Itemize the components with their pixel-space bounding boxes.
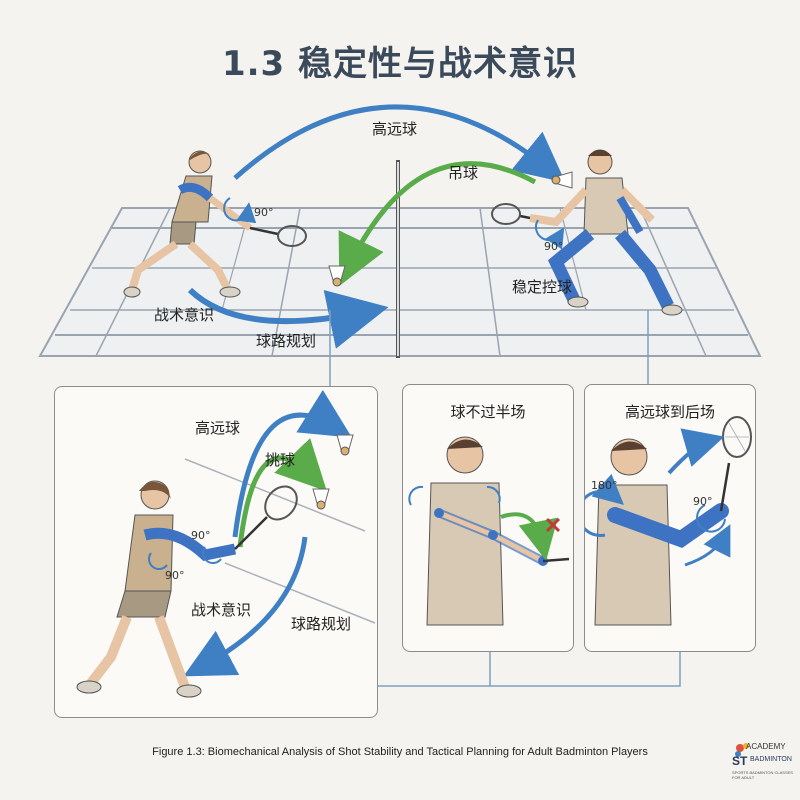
rotation-arrow-icon: [535, 219, 565, 250]
planning-arrow: [187, 287, 389, 349]
panel-label-awareness: 战术意识: [191, 601, 252, 619]
panel-right-angle-shoulder: 180°: [591, 479, 618, 492]
logo-line3: BADMINTON: [750, 756, 792, 763]
shuttlecock-icon: [551, 171, 573, 189]
panel-deep-clear: 高远球到后场 180° 90°: [584, 384, 756, 652]
panel-short-shot: 球不过半场: [402, 384, 574, 652]
panel-short-shot-illustration: [408, 436, 570, 626]
panel-label-clear: 高远球: [195, 419, 241, 437]
panel-label-planning: 球路规划: [291, 615, 352, 633]
logo-line4: SPORTS BADMINTON CLASSES FOR ADULT: [732, 770, 793, 780]
label-awareness: 战术意识: [154, 306, 215, 324]
label-stable-control: 稳定控球: [512, 278, 573, 296]
angle-right-label: 90°: [544, 240, 564, 253]
panel-label-lift: 挑球: [265, 451, 296, 469]
racket-icon: [249, 225, 307, 247]
angle-left-label: 90°: [254, 206, 274, 219]
panel-tactical-illustration: [76, 389, 376, 698]
label-planning: 球路规划: [256, 332, 317, 350]
logo-line1: ACADEMY: [746, 742, 786, 751]
label-clear: 高远球: [372, 120, 418, 138]
panel-mid-title: 球不过半场: [450, 403, 526, 421]
clear-arrow: [233, 104, 566, 183]
logo-mark-icon: [735, 743, 749, 757]
panel-tactical: 高远球 挑球 战术意识 球路规划 90° 90°: [54, 386, 378, 718]
drop-arrow: [338, 161, 537, 286]
label-drop: 吊球: [448, 164, 479, 182]
panel-right-title: 高远球到后场: [624, 403, 715, 421]
red-x-icon: [545, 517, 561, 533]
player-left-figure: [123, 150, 253, 298]
panel-angle-elbow: 90°: [165, 569, 185, 582]
logo-line2: ST: [732, 754, 748, 768]
connector-lines: [329, 310, 681, 687]
shuttlecock-icon: [328, 265, 346, 287]
academy-logo: ACADEMY ST BADMINTON SPORTS BADMINTON CL…: [730, 740, 794, 780]
panel-angle-shoulder: 90°: [191, 529, 211, 542]
player-right-figure: [529, 149, 683, 316]
panel-deep-clear-illustration: [585, 416, 752, 626]
racket-icon: [491, 203, 531, 225]
figure-caption: Figure 1.3: Biomechanical Analysis of Sh…: [152, 746, 648, 758]
panel-right-angle-elbow: 90°: [693, 495, 713, 508]
page-title: 1.3 稳定性与战术意识: [221, 44, 579, 84]
rotation-arrow-icon: [223, 197, 257, 224]
shuttlecock-icon: [312, 488, 330, 510]
shuttlecock-icon: [336, 434, 354, 456]
